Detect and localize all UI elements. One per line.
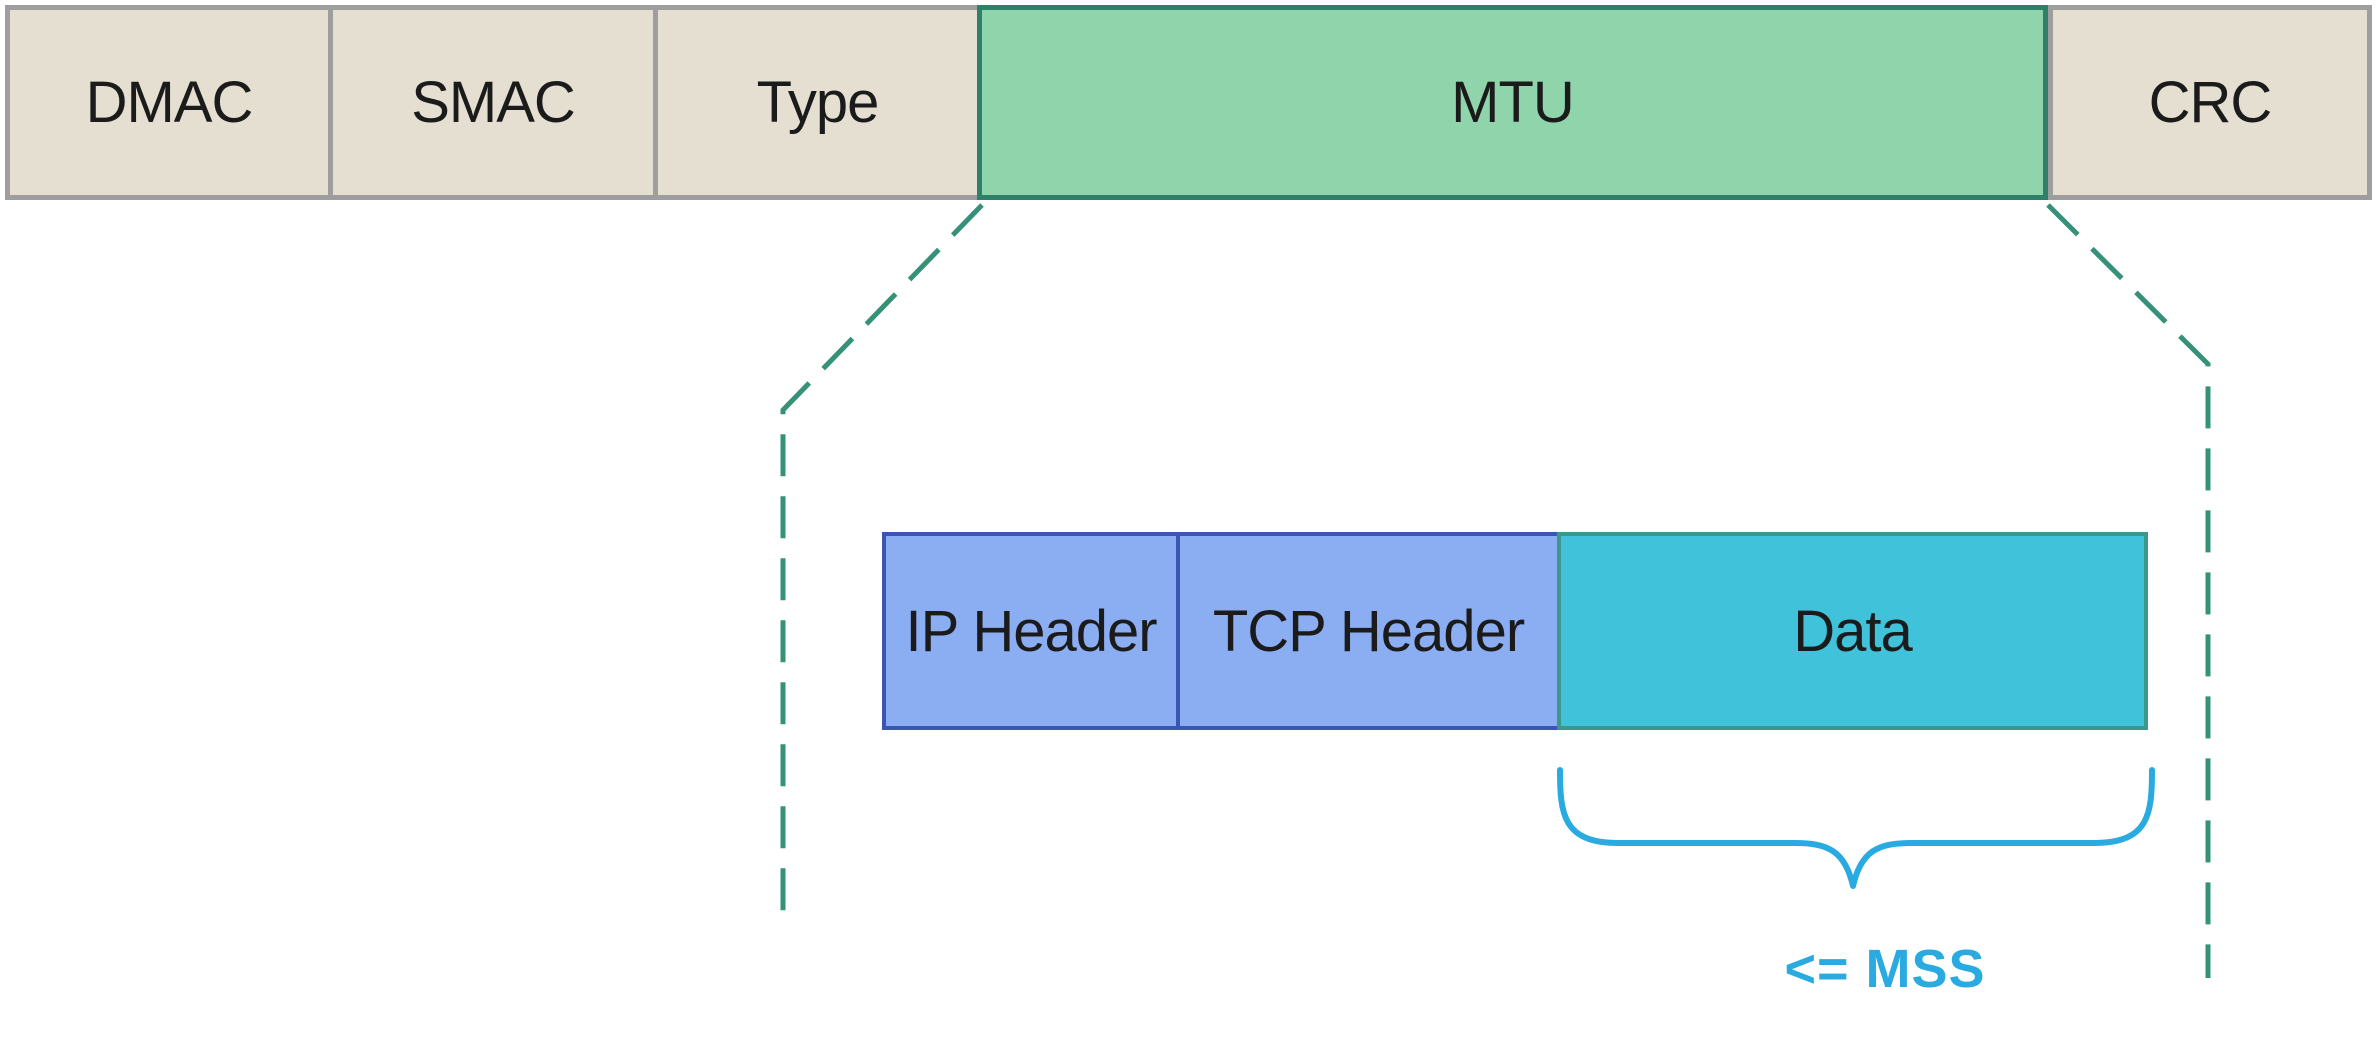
- frame-field-type: Type: [653, 5, 982, 200]
- mss-brace: [1557, 767, 2155, 889]
- frame-field-type-label: Type: [756, 70, 880, 135]
- frame-field-dmac: DMAC: [5, 5, 333, 200]
- packet-field-data: Data: [1557, 532, 2148, 730]
- packet-field-data-label: Data: [1793, 598, 1913, 664]
- mss-label: <= MSS: [1784, 939, 1986, 999]
- packet-field-ip-header: IP Header: [882, 532, 1180, 730]
- packet-field-tcp-header: TCP Header: [1176, 532, 1561, 730]
- packet-field-ip-header-label: IP Header: [905, 598, 1157, 664]
- frame-field-dmac-label: DMAC: [85, 70, 254, 135]
- frame-field-crc-label: CRC: [2148, 70, 2273, 135]
- frame-field-crc: CRC: [2048, 5, 2372, 200]
- frame-field-mtu: MTU: [977, 5, 2048, 200]
- frame-field-smac: SMAC: [328, 5, 658, 200]
- frame-field-smac-label: SMAC: [411, 70, 576, 135]
- packet-field-tcp-header-label: TCP Header: [1212, 598, 1525, 664]
- frame-field-mtu-label: MTU: [1451, 70, 1575, 135]
